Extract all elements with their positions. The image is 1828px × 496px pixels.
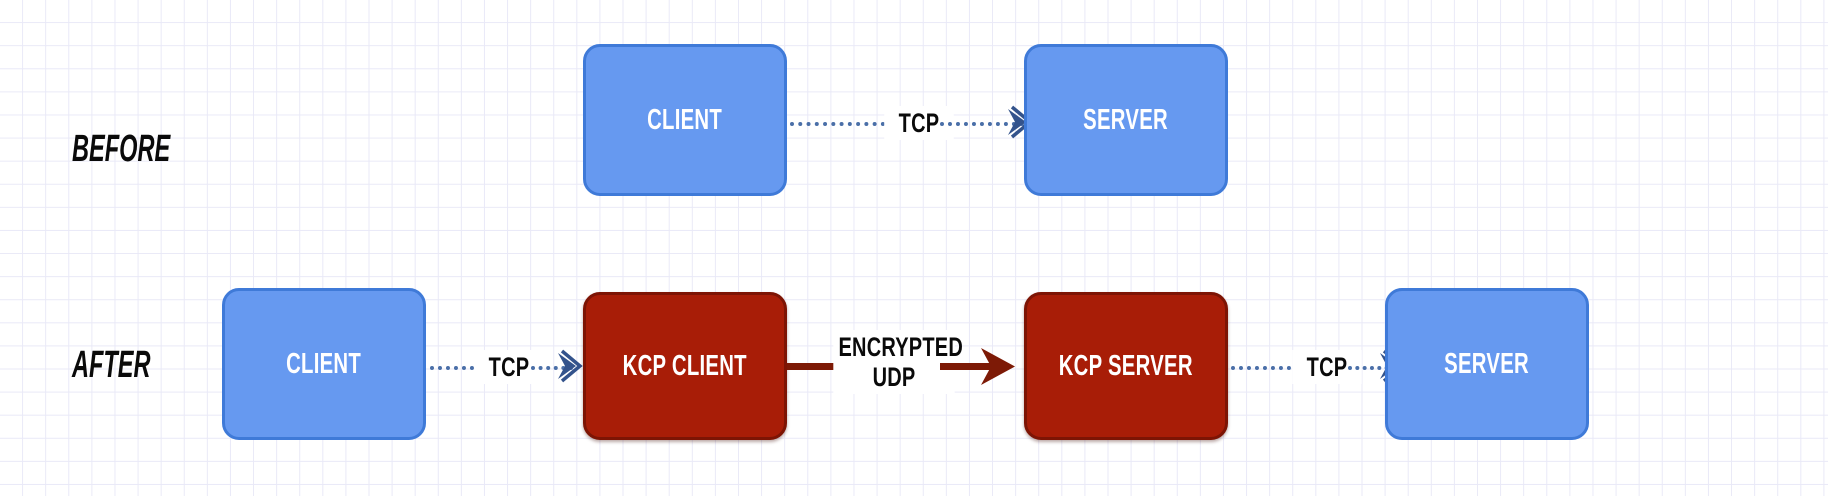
before-tcp-line-left	[790, 122, 885, 126]
node-after-kcp-client[interactable]: KCP CLIENT	[583, 292, 787, 440]
node-after-client-label: CLIENT	[286, 347, 362, 380]
before-tcp-label: TCP	[884, 106, 954, 141]
node-after-server-label: SERVER	[1444, 347, 1530, 380]
node-after-kcp-server[interactable]: KCP SERVER	[1024, 292, 1228, 440]
after-udp-line-right	[940, 363, 994, 370]
row-label-after: AFTER	[72, 344, 151, 386]
after-tcp-right-line-left	[1231, 366, 1299, 370]
node-before-client-label: CLIENT	[647, 103, 723, 136]
after-udp-arrowhead-icon	[981, 348, 1015, 385]
after-tcp-left-label: TCP	[474, 350, 544, 385]
row-label-before: BEFORE	[72, 128, 171, 170]
node-after-kcp-client-label: KCP CLIENT	[622, 349, 748, 382]
after-udp-label-line2: UDP	[872, 362, 916, 393]
after-udp-line-left	[787, 363, 835, 370]
before-tcp-line-right	[940, 122, 1024, 126]
node-before-server-label: SERVER	[1083, 103, 1169, 136]
after-tcp-right-line-right	[1348, 366, 1396, 370]
after-udp-label-line1: ENCRYPTED	[838, 332, 963, 362]
node-after-kcp-server-label: KCP SERVER	[1058, 349, 1194, 382]
after-tcp-left-line-right	[531, 366, 573, 370]
after-tcp-left-arrowhead-icon	[558, 349, 583, 383]
node-before-client[interactable]: CLIENT	[583, 44, 787, 196]
after-tcp-left-line-left	[430, 366, 474, 370]
node-after-client[interactable]: CLIENT	[222, 288, 426, 440]
node-after-server[interactable]: SERVER	[1385, 288, 1589, 440]
node-before-server[interactable]: SERVER	[1024, 44, 1228, 196]
